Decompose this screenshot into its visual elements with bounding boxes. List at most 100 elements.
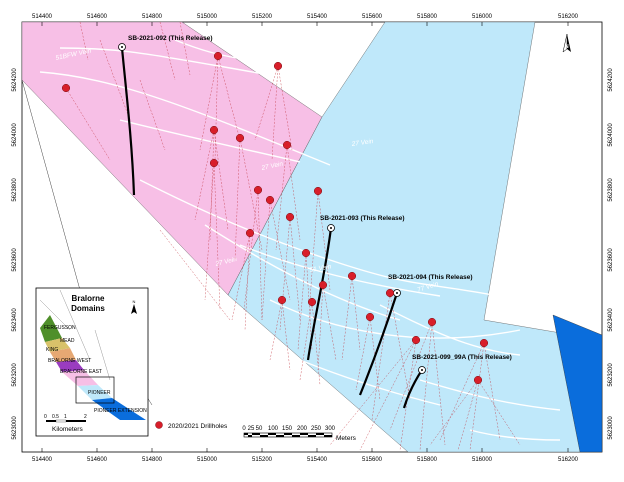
svg-text:N: N [133, 299, 136, 304]
legend-drillhole-label: 2020/2021 Drillholes [168, 423, 228, 430]
y-tick-left: 5623800 [12, 178, 18, 202]
drillhole-dot[interactable] [318, 280, 328, 290]
inset-domain-mead [45, 338, 70, 352]
y-tick-left: 5623000 [12, 416, 18, 440]
scale-tick: 0 [242, 426, 246, 432]
inset-scale-tick: 2 [84, 414, 87, 420]
scale-tick: 100 [268, 426, 279, 432]
y-tick-right: 5623800 [608, 178, 614, 202]
drillhole-dot[interactable] [209, 158, 219, 168]
scalebar: 0 25 50 100 150 200 250 300 Meters [242, 426, 356, 442]
drill-traces [65, 21, 521, 451]
x-tick-top: 516200 [558, 14, 579, 20]
release-hole-traces [120, 47, 423, 409]
inset-scalebar: 0 0.5 1 2 Kilometers [44, 414, 87, 433]
drillhole-dot[interactable] [411, 335, 421, 345]
drillhole-dot[interactable] [473, 375, 483, 385]
drillhole-dot[interactable] [313, 186, 323, 196]
inset-title-line2: Domains [71, 304, 105, 313]
drillhole-dot[interactable] [235, 133, 245, 143]
scale-tick: 50 [256, 426, 263, 432]
inset-scale-tick: 0 [44, 414, 47, 420]
vein-label: 27 Vein [350, 138, 374, 148]
scale-tick: 25 [248, 426, 255, 432]
vein-label: 51 Vein [309, 263, 332, 274]
x-tick-bottom: 514600 [87, 457, 108, 463]
drillhole-dot[interactable] [61, 83, 71, 93]
drillhole-dot[interactable] [245, 228, 255, 238]
x-tick-bottom: 515000 [197, 457, 218, 463]
x-axis-bottom: 514400 514600 514800 515000 515200 51540… [32, 457, 579, 463]
y-tick-right: 5623000 [608, 416, 614, 440]
blue-domain [552, 314, 603, 453]
inset-scale-tick: 1 [64, 414, 67, 420]
drillhole-dot[interactable] [365, 312, 375, 322]
drillhole-dot[interactable] [479, 338, 489, 348]
hole-label-093: SB-2021-093 (This Release) [320, 215, 405, 222]
inset-domain-bralorne-west [56, 360, 84, 372]
hole-label-099: SB-2021-099_99A (This Release) [412, 354, 512, 361]
drillhole-dot[interactable] [273, 61, 283, 71]
inset-north-arrow-icon: N [131, 299, 137, 314]
x-tick-top: 515400 [307, 14, 328, 20]
inset-domain-pioneer [78, 385, 112, 400]
x-tick-bottom: 514800 [142, 457, 163, 463]
x-tick-top: 514400 [32, 14, 53, 20]
inset-domain-label: BRALORNE WEST [48, 358, 91, 364]
y-tick-right: 5624000 [608, 123, 614, 147]
y-tick-right: 5624200 [608, 68, 614, 92]
x-tick-top: 515200 [252, 14, 273, 20]
hole-label-094: SB-2021-094 (This Release) [388, 274, 473, 281]
inset-domain-pioneer-ext [92, 398, 146, 420]
y-tick-right: 5623600 [608, 248, 614, 272]
drillhole-dot[interactable] [282, 140, 292, 150]
y-axis-left: 5624200 5624000 5623800 5623600 5623400 … [12, 68, 18, 440]
drillhole-dot[interactable] [347, 271, 357, 281]
vein-label: 27 Vein [260, 160, 284, 172]
hole-label-092: SB-2021-092 (This Release) [128, 35, 213, 42]
drillhole-dot[interactable] [213, 51, 223, 61]
x-tick-top: 515800 [417, 14, 438, 20]
drillhole-dot[interactable] [253, 185, 263, 195]
scale-tick: 250 [311, 426, 322, 432]
drillhole-dot[interactable] [427, 317, 437, 327]
inset-domain-fergusson [40, 315, 62, 342]
drillhole-dot[interactable] [209, 125, 219, 135]
vein-lines [39, 39, 561, 441]
scale-tick: 300 [325, 426, 336, 432]
drillhole-dot[interactable] [301, 248, 311, 258]
scale-tick: 150 [282, 426, 293, 432]
x-axis-top: 514400 514600 514800 515000 515200 51540… [32, 14, 579, 20]
inset-domain-label: MEAD [60, 338, 75, 344]
x-tick-top: 516000 [472, 14, 493, 20]
inset-domain-label: PIONEER [88, 390, 111, 396]
scale-tick: 200 [297, 426, 308, 432]
inset-domain-label: BRALORNE EAST [60, 369, 102, 375]
y-tick-right: 5623200 [608, 363, 614, 387]
drillhole-dot[interactable] [307, 297, 317, 307]
drillhole-dot[interactable] [385, 288, 395, 298]
inset-map: Bralorne Domains N FERGUSSON MEAD KING B… [35, 287, 149, 437]
y-tick-left: 5624000 [12, 123, 18, 147]
y-tick-left: 5623200 [12, 363, 18, 387]
inset-title-line1: Bralorne [72, 294, 105, 303]
y-axis-right: 5624200 5624000 5623800 5623600 5623400 … [608, 68, 614, 440]
hole-trace-094 [358, 292, 399, 396]
scale-unit: Meters [336, 435, 357, 442]
legend: 2020/2021 Drillholes [155, 421, 228, 430]
x-tick-bottom: 514400 [32, 457, 53, 463]
collar-markers [118, 43, 426, 374]
x-tick-bottom: 515600 [362, 457, 383, 463]
inset-domain-bralorne-east [62, 370, 98, 386]
drillhole-dot[interactable] [277, 295, 287, 305]
drillhole-dot[interactable] [265, 195, 275, 205]
x-tick-top: 515000 [197, 14, 218, 20]
x-tick-bottom: 515800 [417, 457, 438, 463]
svg-text:N: N [565, 44, 569, 50]
drillhole-dot[interactable] [285, 212, 295, 222]
x-tick-bottom: 515200 [252, 457, 273, 463]
inset-domain-label: KING [46, 347, 58, 353]
inset-domain-label: PIONEER EXTENSION [94, 408, 147, 414]
hole-trace-092 [120, 47, 136, 196]
inset-domain-label: FERGUSSON [44, 325, 76, 331]
